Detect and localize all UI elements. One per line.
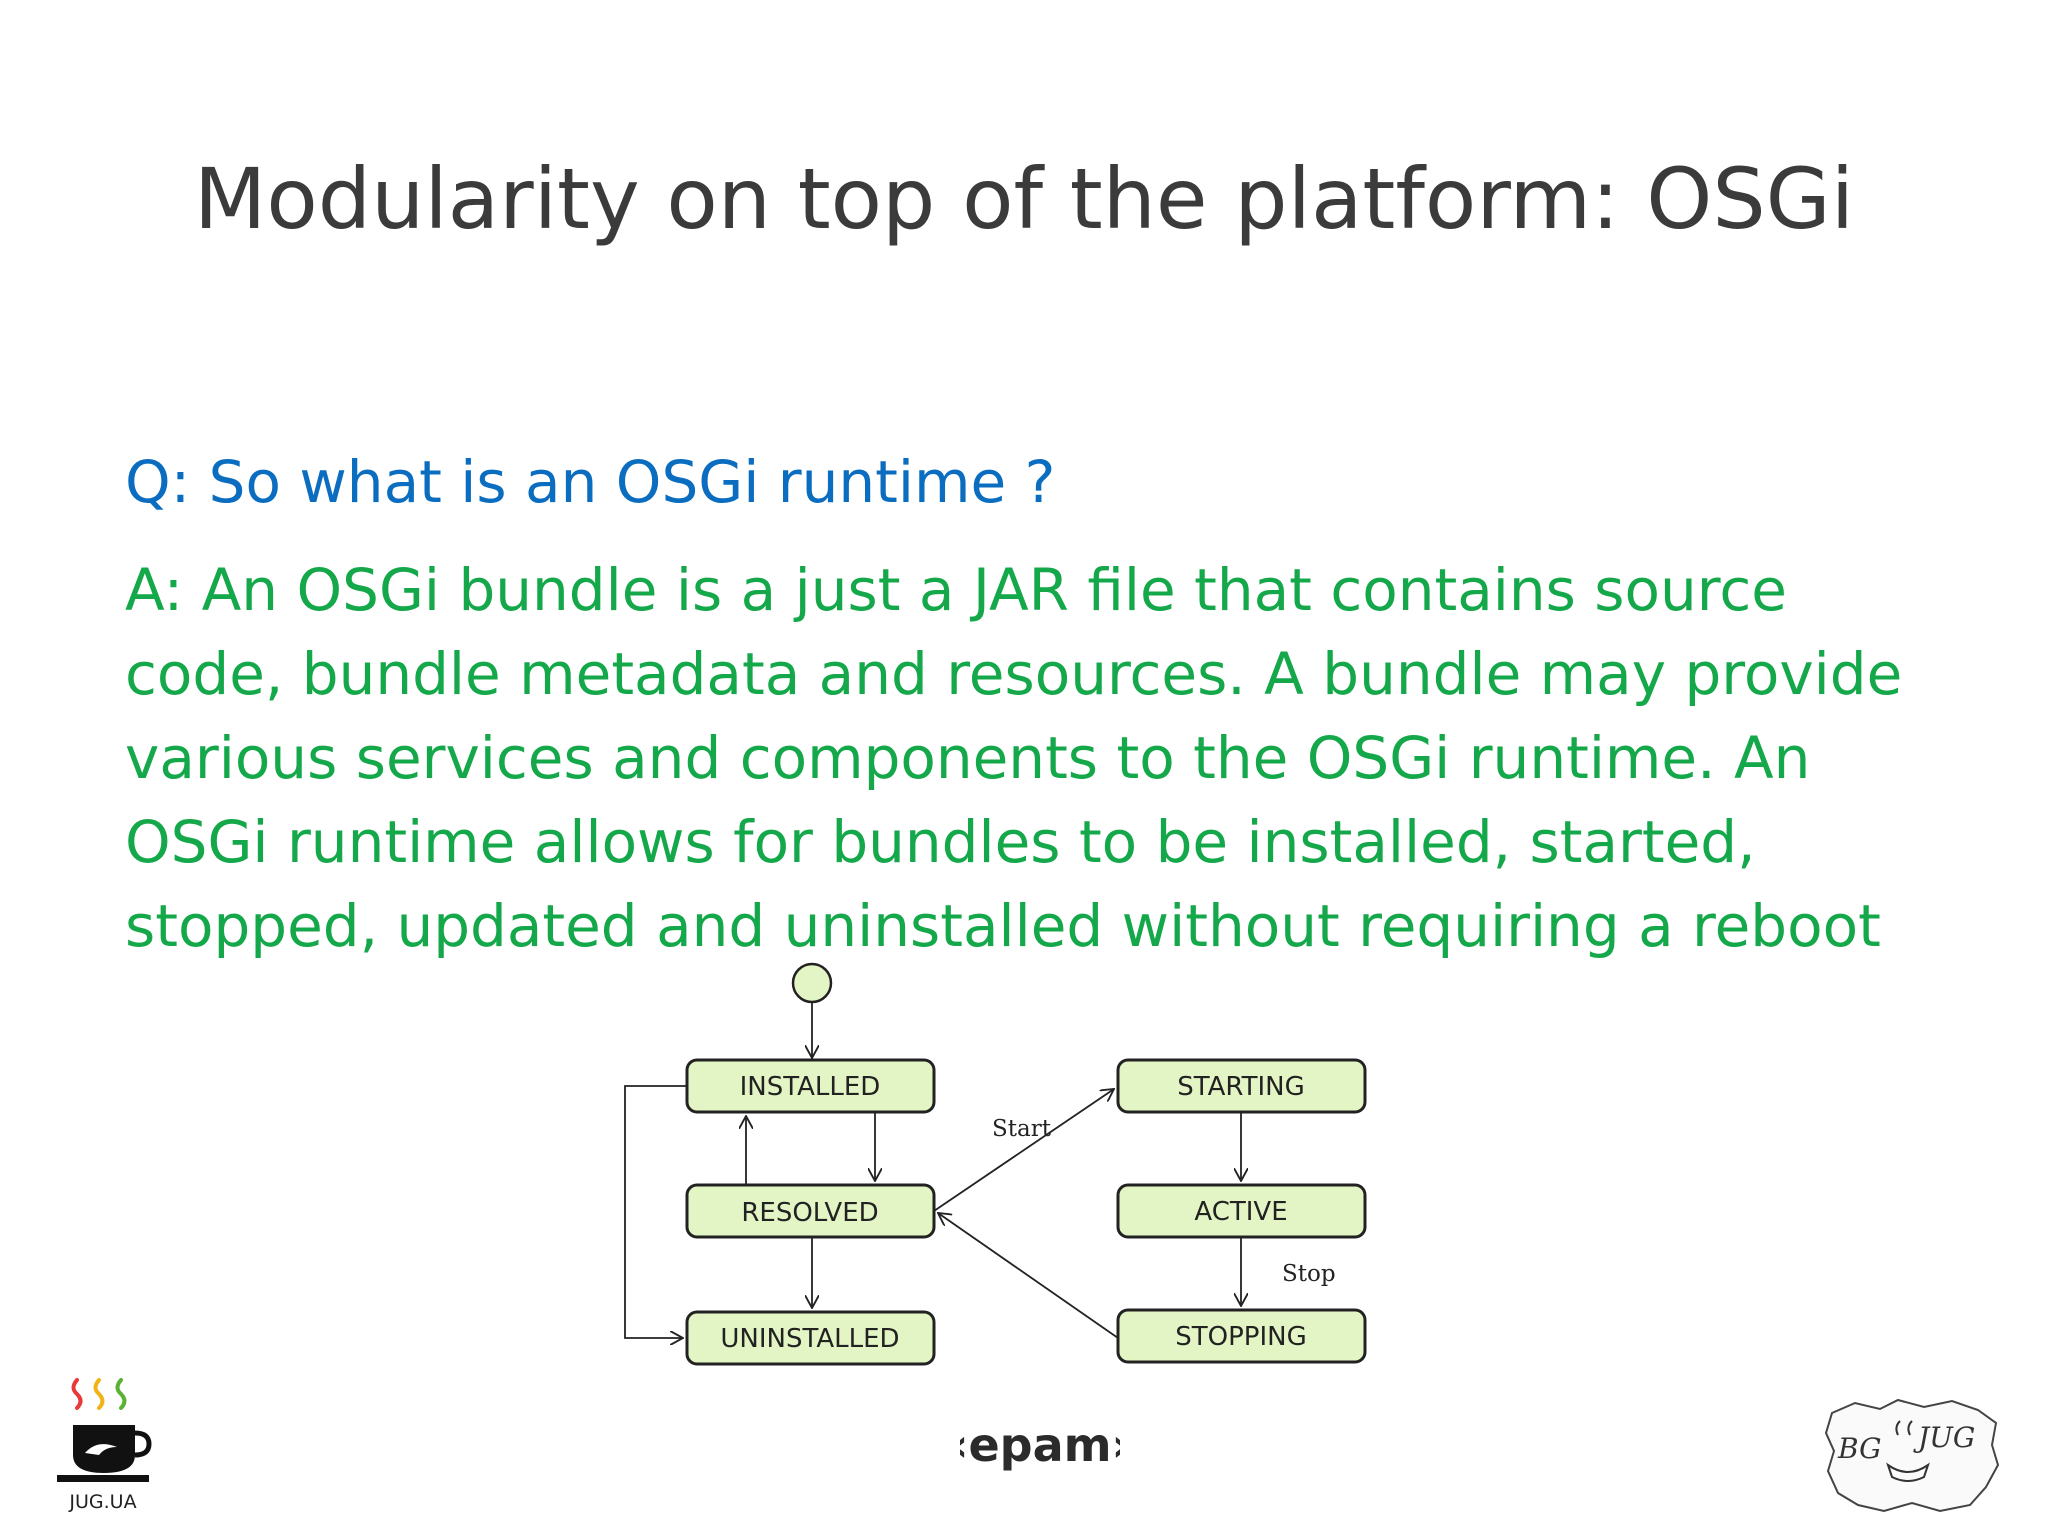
stopping-to-resolved-arrow xyxy=(938,1213,1119,1339)
jug-ua-logo: JUG.UA xyxy=(57,1378,152,1513)
epam-label: ‹epam› xyxy=(960,1418,1120,1472)
state-uninstalled-label: UNINSTALLED xyxy=(720,1324,899,1354)
bg-jug-left-label: BG xyxy=(1837,1432,1881,1465)
state-starting: STARTING xyxy=(1116,1058,1367,1114)
state-installed-label: INSTALLED xyxy=(740,1072,881,1102)
slide-title: Modularity on top of the platform: OSGi xyxy=(193,150,1855,248)
state-stopping-label: STOPPING xyxy=(1175,1322,1306,1352)
start-transition-label: Start xyxy=(992,1116,1052,1142)
answer-text: A: An OSGi bundle is a just a JAR file t… xyxy=(125,556,1903,960)
state-uninstalled: UNINSTALLED xyxy=(685,1310,936,1366)
installed-to-uninstalled-arrow xyxy=(624,1085,687,1338)
stop-transition-label: Stop xyxy=(1282,1261,1336,1287)
resolved-to-starting-arrow xyxy=(933,1089,1114,1212)
state-resolved: RESOLVED xyxy=(685,1183,936,1239)
initial-state-node xyxy=(791,962,833,1004)
state-installed: INSTALLED xyxy=(685,1058,936,1114)
state-active-label: ACTIVE xyxy=(1194,1197,1287,1227)
state-starting-label: STARTING xyxy=(1177,1072,1304,1102)
question-text: Q: So what is an OSGi runtime ? xyxy=(125,448,1056,516)
jug-ua-label: JUG.UA xyxy=(68,1491,136,1513)
state-stopping: STOPPING xyxy=(1116,1308,1367,1364)
state-resolved-label: RESOLVED xyxy=(741,1198,878,1228)
state-active: ACTIVE xyxy=(1116,1183,1367,1239)
bg-jug-right-label: JUG xyxy=(1913,1421,1975,1454)
epam-logo: ‹epam› xyxy=(960,1418,1120,1472)
bundle-lifecycle-diagram: INSTALLED RESOLVED UNINSTALLED STARTING … xyxy=(624,962,1367,1366)
bg-jug-logo: BG JUG xyxy=(1824,1398,2000,1513)
